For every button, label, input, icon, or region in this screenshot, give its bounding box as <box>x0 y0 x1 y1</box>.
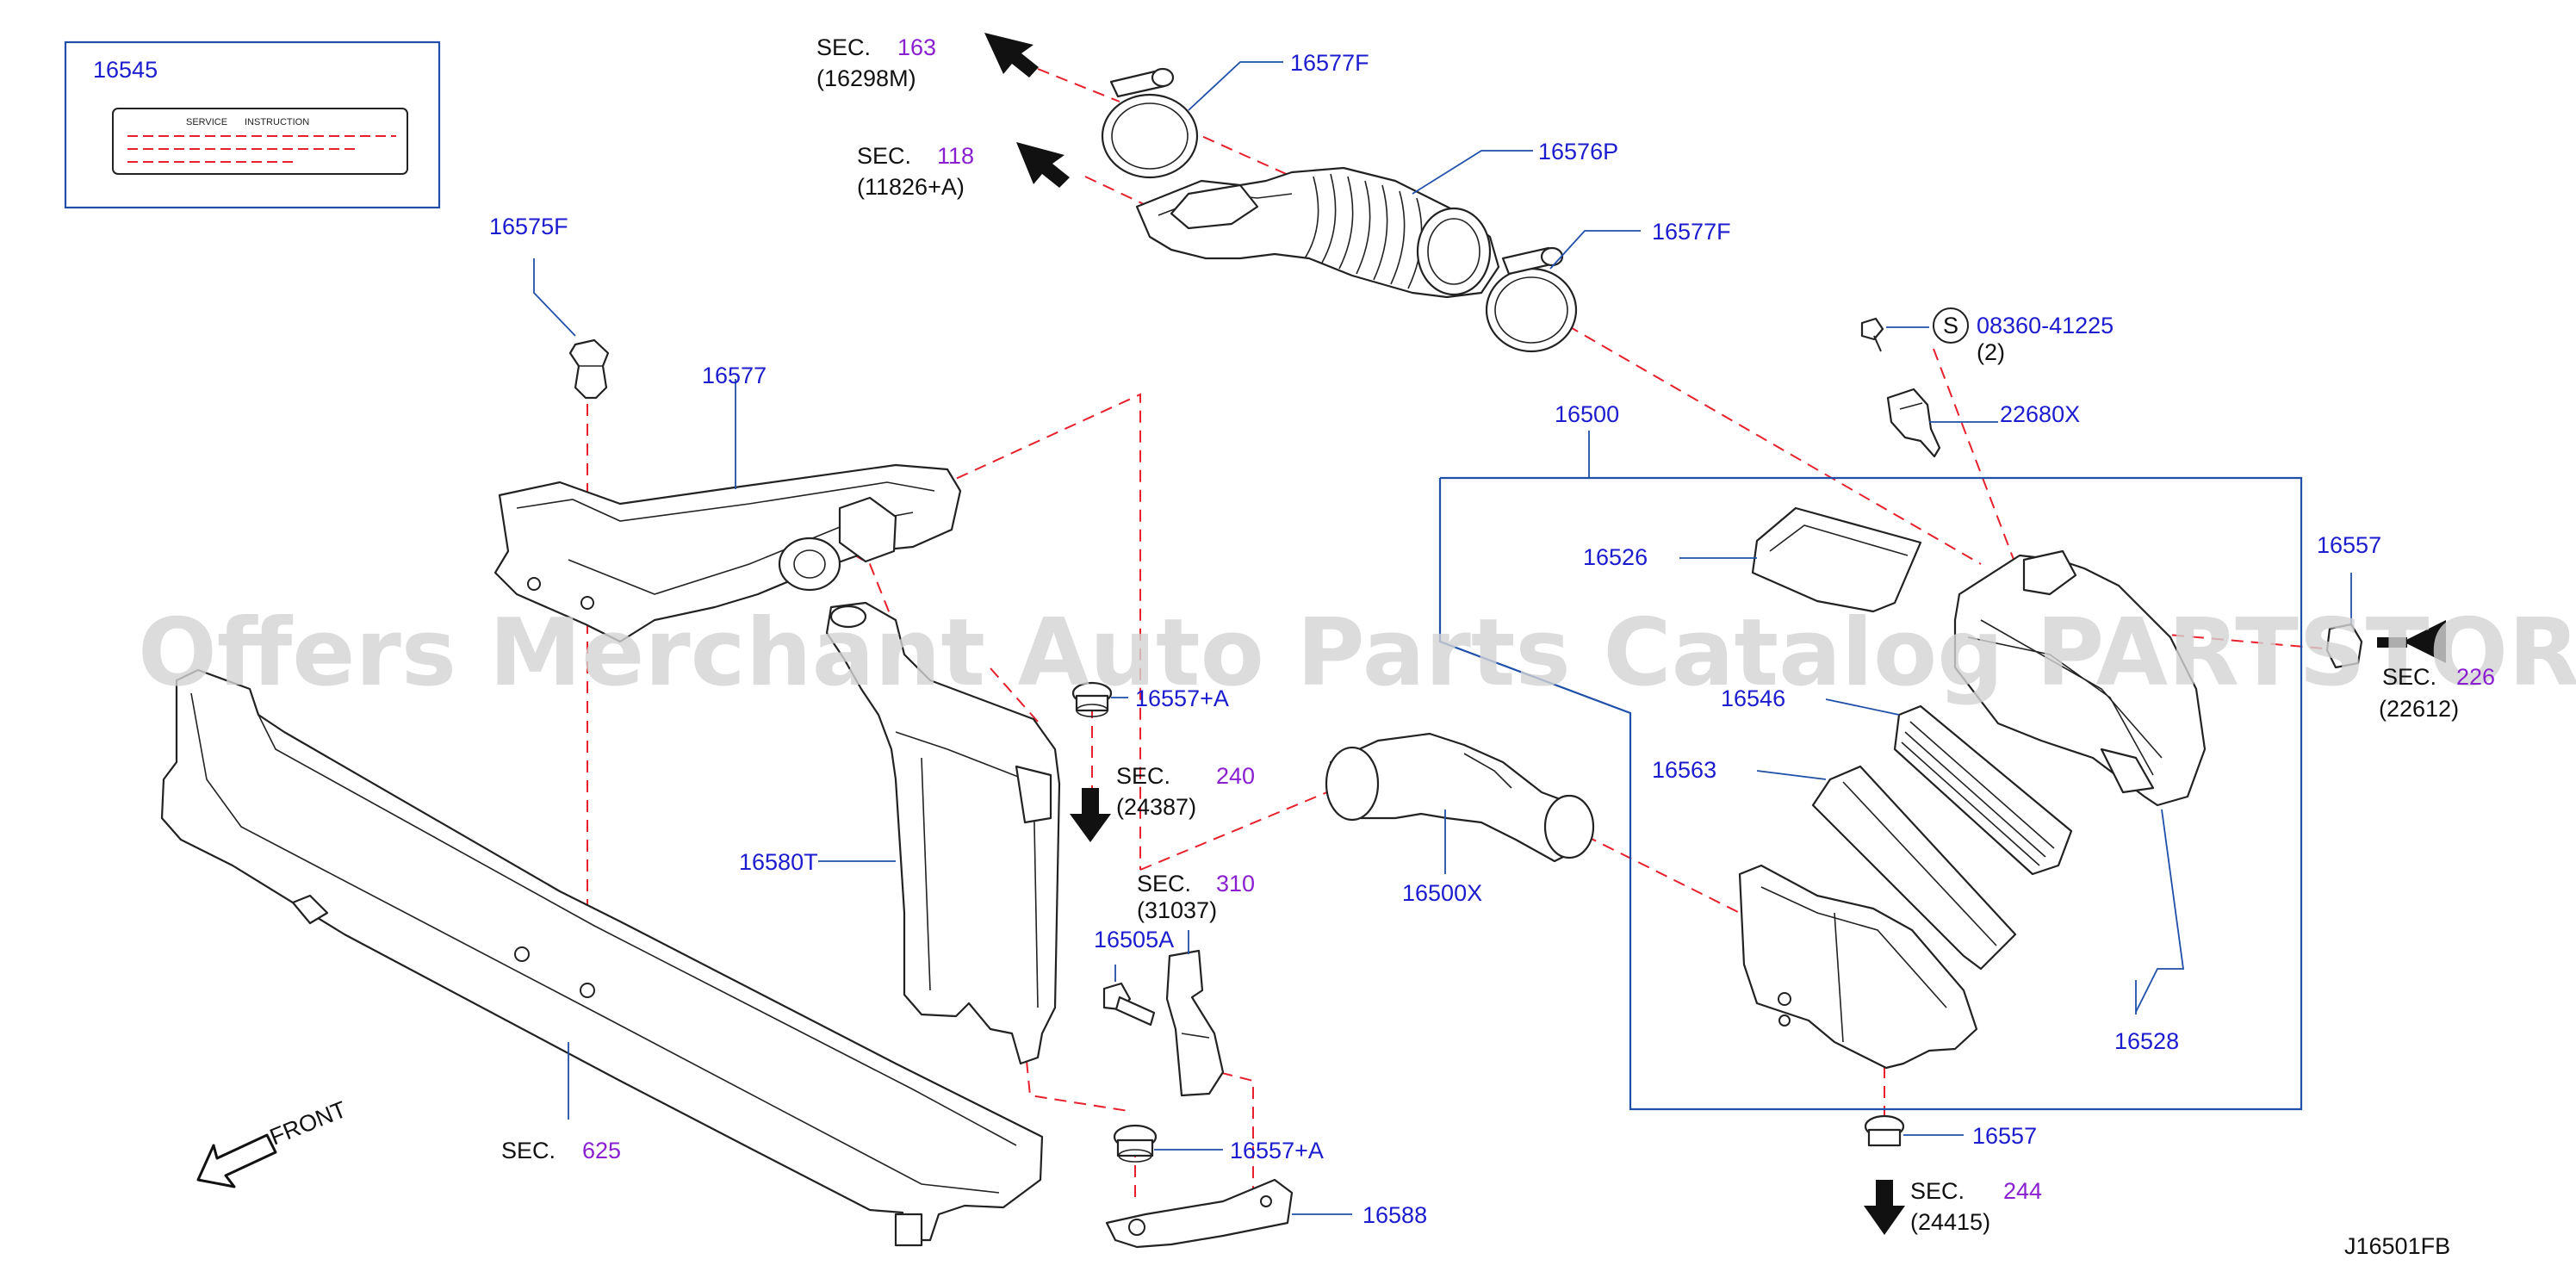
section-number[interactable]: 240 <box>1216 763 1255 789</box>
screw-08360-41225 <box>1860 317 1884 352</box>
part-label-08360-41225-group: S 08360-41225 (2) <box>1933 307 2114 365</box>
filter-cover-16526 <box>1751 506 1922 613</box>
resonator-16580T <box>825 601 1061 1065</box>
part-label-16575F[interactable]: 16575F <box>489 214 568 239</box>
lower-case-16528 <box>1738 864 1978 1070</box>
bracket-16588 <box>1105 1178 1294 1249</box>
inlet-duct-16500X <box>1325 732 1595 863</box>
direction-arrows <box>196 33 2446 1235</box>
clamp-16577F-top <box>1101 67 1199 179</box>
seal-16563 <box>1811 765 2017 971</box>
part-quantity-08360: (2) <box>1977 339 2005 365</box>
air-duct-16577 <box>493 463 962 643</box>
section-number[interactable]: 244 <box>2003 1178 2042 1204</box>
bellows-duct-16576P <box>1135 166 1500 299</box>
section-subref: (22612) <box>2379 696 2459 722</box>
section-number[interactable]: 310 <box>1216 871 1255 896</box>
part-label-16546[interactable]: 16546 <box>1721 686 1785 711</box>
part-label-22680X[interactable]: 22680X <box>2000 401 2080 427</box>
part-label-08360-41225[interactable]: 08360-41225 <box>1977 313 2114 338</box>
watermark-text: Offers Merchant Auto Parts Catalog PARTS… <box>138 599 2576 707</box>
part-label-16557-right[interactable]: 16557 <box>2317 532 2381 558</box>
section-ref-310[interactable]: SEC. 310 (31037) <box>1137 871 1255 923</box>
section-label: SEC. <box>501 1138 556 1163</box>
diagram-reference-code: J16501FB <box>2344 1233 2450 1259</box>
grommet-16557-bottom <box>1864 1114 1905 1147</box>
part-label-16500[interactable]: 16500 <box>1555 401 1619 427</box>
air-cleaner-assembly-frame <box>1438 476 2303 1111</box>
standard-part-symbol: S <box>1943 313 1958 338</box>
section-ref-240[interactable]: SEC. 240 (24387) <box>1116 763 1255 820</box>
section-subref: (11826+A) <box>857 174 965 200</box>
section-number[interactable]: 163 <box>897 34 936 60</box>
section-ref-244[interactable]: SEC. 244 (24415) <box>1910 1178 2042 1235</box>
part-label-16577F-top[interactable]: 16577F <box>1290 50 1369 76</box>
part-label-16563[interactable]: 16563 <box>1652 757 1716 783</box>
part-label-16557A-top[interactable]: 16557+A <box>1135 686 1229 711</box>
section-number[interactable]: 226 <box>2456 664 2495 690</box>
service-label-text: SERVICE <box>186 117 227 127</box>
mount-bracket <box>1165 949 1225 1097</box>
section-ref-118[interactable]: SEC. 118 (11826+A) <box>857 143 974 200</box>
part-label-16557-bottom[interactable]: 16557 <box>1972 1123 2037 1149</box>
front-direction-label: FRONT <box>266 1096 350 1151</box>
part-label-16577F-right[interactable]: 16577F <box>1652 219 1731 245</box>
bolt-16505A <box>1102 982 1156 1027</box>
clamp-16577F-right <box>1485 246 1578 353</box>
service-label-box: 16545 SERVICE INSTRUCTION <box>64 40 441 209</box>
section-label: SEC. <box>1910 1178 1965 1204</box>
part-label-16580T[interactable]: 16580T <box>739 849 818 875</box>
section-subref: (24387) <box>1116 794 1196 820</box>
part-label-16557A-bottom[interactable]: 16557+A <box>1230 1138 1324 1163</box>
section-ref-625[interactable]: SEC. 625 <box>501 1138 621 1163</box>
section-subref: (24415) <box>1910 1209 1990 1235</box>
section-label: SEC. <box>816 34 871 60</box>
part-label-16505A[interactable]: 16505A <box>1094 927 1174 952</box>
grommet-16557A-top <box>1071 681 1113 717</box>
part-label-16526[interactable]: 16526 <box>1583 544 1648 570</box>
leader-lines <box>533 61 2352 1215</box>
section-label: SEC. <box>857 143 911 169</box>
clip-16575F <box>568 338 610 400</box>
part-label-16576P[interactable]: 16576P <box>1538 139 1618 164</box>
part-label-16545[interactable]: 16545 <box>93 57 158 83</box>
section-label: SEC. <box>1137 871 1191 896</box>
part-label-16588[interactable]: 16588 <box>1362 1202 1427 1228</box>
filter-element-16546 <box>1893 704 2073 876</box>
section-label: SEC. <box>2382 664 2436 690</box>
part-label-16528[interactable]: 16528 <box>2114 1028 2179 1054</box>
upper-case-air-cleaner <box>1953 549 2207 807</box>
grommet-16557A-bottom <box>1113 1124 1158 1163</box>
instruction-label-text: INSTRUCTION <box>245 117 309 127</box>
section-subref: (31037) <box>1137 897 1217 923</box>
section-label: SEC. <box>1116 763 1170 789</box>
part-label-16500X[interactable]: 16500X <box>1402 880 1482 906</box>
section-subref: (16298M) <box>816 65 916 91</box>
section-number[interactable]: 118 <box>937 143 974 169</box>
section-ref-226[interactable]: SEC. 226 (22612) <box>2379 664 2495 722</box>
sensor-22680X <box>1886 388 1941 458</box>
section-number[interactable]: 625 <box>582 1138 621 1163</box>
section-ref-163[interactable]: SEC. 163 (16298M) <box>816 34 936 91</box>
radiator-core-support <box>160 668 1044 1247</box>
part-label-16577[interactable]: 16577 <box>702 363 767 388</box>
